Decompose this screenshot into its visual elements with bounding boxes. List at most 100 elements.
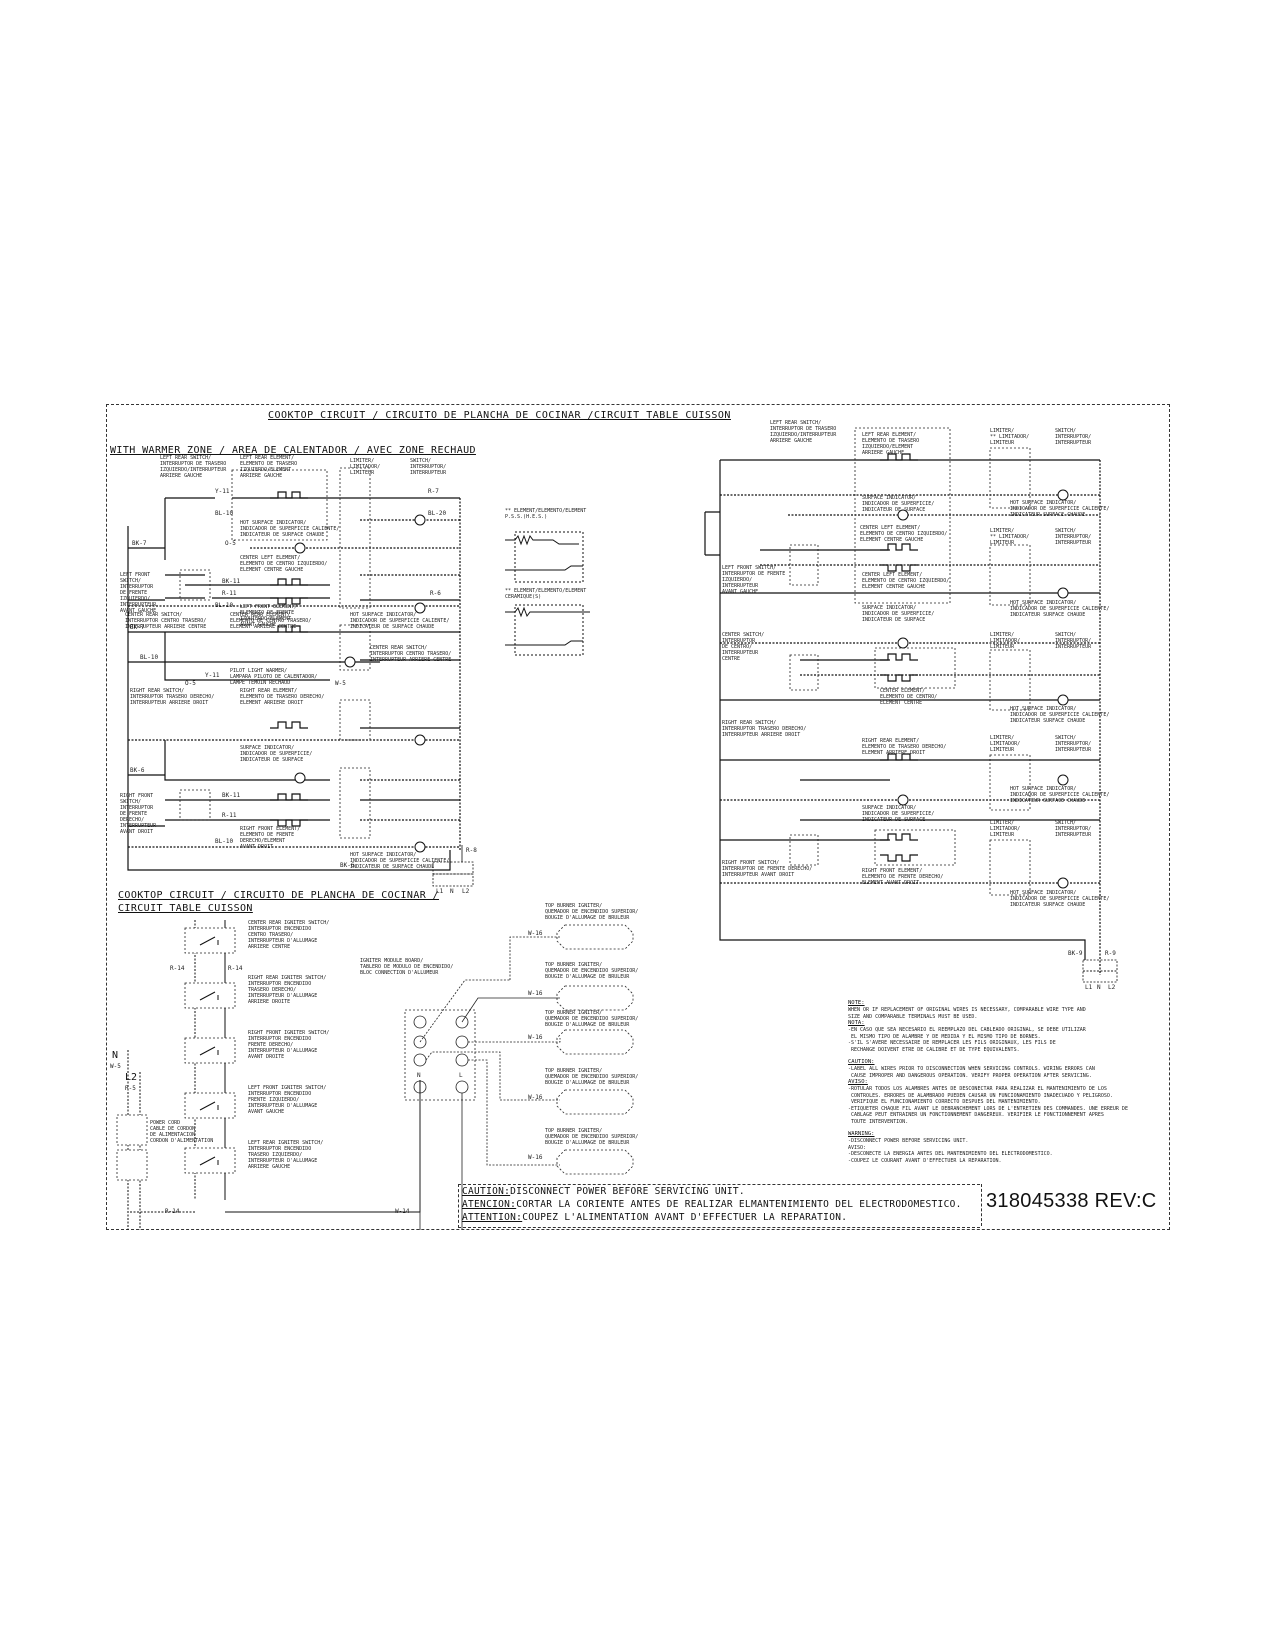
r-label-center-element: CENTER ELEMENT/ ELEMENTO DE CENTRO/ ELEM… [880, 688, 938, 706]
warning-aviso: AVISO: [848, 1144, 867, 1151]
burner-wire: W-16 [528, 930, 543, 937]
r-label-limiter-3: LIMITER/ LIMITADOR/ LIMITEUR [990, 632, 1021, 650]
wire-label: BK-7 [130, 624, 145, 631]
burner-igniter-label: TOP BURNER IGNITER/ QUEMADOR DE ENCENDID… [545, 962, 639, 980]
wire-label: O-5 [185, 680, 196, 687]
wire-label: W-5 [335, 680, 346, 687]
label-center-rear-switch: CENTER REAR SWITCH/ INTERRUPTOR CENTRO T… [125, 612, 207, 630]
part-number: 318045338 REV:C [986, 1190, 1157, 1212]
notes-block: NOTE: WHEN OR IF REPLACEMENT OF ORIGINAL… [848, 1000, 1168, 1164]
burner-wire: W-16 [528, 1094, 543, 1101]
wire-label: R-11 [222, 812, 237, 819]
nota-es: -EN CASO QUE SEA NECESARIO EL REEMPLAZO … [848, 1027, 1086, 1040]
module-terminal-n: N [417, 1072, 421, 1079]
label-right-front-switch: RIGHT FRONT SWITCH/ INTERRUPTOR DE FRENT… [120, 793, 157, 835]
wire-label: Y-11 [205, 672, 220, 679]
wire-label: BK-7 [132, 540, 147, 547]
power-cord-label: POWER CORD CABLE DE CORDON DE ALIMENTACI… [150, 1120, 214, 1144]
wire-label-w14: W-14 [395, 1208, 410, 1215]
r-label-switch-5: SWITCH/ INTERRUPTOR/ INTERRUPTEUR [1055, 820, 1092, 838]
aviso-heading: AVISO: [848, 1079, 868, 1085]
label-center-left-element: CENTER LEFT ELEMENT/ ELEMENTO DE CENTRO … [240, 555, 328, 573]
r-label-switch-2: SWITCH/ INTERRUPTOR/ INTERRUPTEUR [1055, 528, 1092, 546]
caution-en: -LABEL ALL WIRES PRIOR TO DISCONNECTION … [848, 1066, 1095, 1079]
burner-wire: W-16 [528, 1154, 543, 1161]
ignitor-section-title-2: CIRCUIT TABLE CUISSON [118, 903, 253, 914]
r-label-switch-4: SWITCH/ INTERRUPTOR/ INTERRUPTEUR [1055, 735, 1092, 753]
burner-igniter-label: TOP BURNER IGNITER/ QUEMADOR DE ENCENDID… [545, 1128, 639, 1146]
wire-label-r14: R-14 [228, 965, 243, 972]
part-number-box: 318045338 REV:C [981, 1184, 1168, 1226]
r-label-center-left-element-2: CENTER LEFT ELEMENT/ ELEMENTO DE CENTRO … [862, 572, 950, 590]
label-right-rear-switch: RIGHT REAR SWITCH/ INTERRUPTOR TRASERO D… [130, 688, 215, 706]
label-right-rear-element: RIGHT REAR ELEMENT/ ELEMENTO DE TRASERO … [240, 688, 325, 706]
wire-label-bk9: BK-9 [1068, 950, 1083, 957]
label-center-rear-switch-2: CENTER REAR SWITCH/ INTERRUPTOR CENTRO T… [370, 645, 452, 663]
schematic-sheet [106, 404, 1170, 1230]
r-label-surface-indicator-2: SURFACE INDICATOR/ INDICADOR DE SUPERFIC… [862, 605, 935, 623]
wire-label: BK-11 [222, 792, 241, 799]
igniter-module-label: IGNITER MODULE BOARD/ TABLERO DE MODULO … [360, 958, 454, 976]
wire-label: BK-6 [130, 767, 145, 774]
burner-wire: W-16 [528, 990, 543, 997]
legend-hes-element: ** ELEMENT/ELEMENTO/ELEMENT P.S.S.(H.E.S… [505, 508, 587, 520]
label-left-rear-element: LEFT REAR ELEMENT/ ELEMENTO DE TRASERO I… [240, 455, 298, 479]
terminal-l1: L1 [436, 888, 444, 895]
r-label-limiter-2: LIMITER/ ** LIMITADOR/ LIMITEUR [990, 528, 1030, 546]
r-label-hot-surface-2: HOT SURFACE INDICATOR/ INDICADOR DE SUPE… [1010, 600, 1110, 618]
ignitor-section-title-1: COOKTOP CIRCUIT / CIRCUITO DE PLANCHA DE… [118, 890, 440, 901]
r-label-switch-3: SWITCH/ INTERRUPTOR/ INTERRUPTEUR [1055, 632, 1092, 650]
wire-label: BL-10 [215, 510, 234, 517]
neutral-wire: W-5 [110, 1063, 121, 1070]
r-label-left-front-switch: LEFT FRONT SWITCH/ INTERRUPTOR DE FRENTE… [722, 565, 786, 595]
wire-label: O-5 [225, 540, 236, 547]
label-right-rear-igniter-switch: RIGHT REAR IGNITER SWITCH/ INTERRUPTOR E… [248, 975, 327, 1005]
wire-label: R-11 [222, 590, 237, 597]
l2-wire: R-5 [125, 1085, 136, 1092]
warmer-section-title: WITH WARMER ZONE / AREA DE CALENTADOR / … [110, 445, 476, 456]
warning-en: -DISCONNECT POWER BEFORE SERVICING UNIT. [848, 1138, 969, 1144]
label-surface-indicator: SURFACE INDICATOR/ INDICADOR DE SUPERFIC… [240, 745, 313, 763]
main-title: COOKTOP CIRCUIT / CIRCUITO DE PLANCHA DE… [268, 410, 731, 421]
label-pilot-light-warmer: PILOT LIGHT WARMER/ LAMPARA PILOTO DE CA… [230, 668, 318, 686]
r-label-hot-surface-1: HOT SURFACE INDICATOR/ INDICADOR DE SUPE… [1010, 500, 1110, 518]
aviso-es: -ROTULAR TODOS LOS ALAMBRES ANTES DE DES… [848, 1086, 1113, 1105]
note-en: WHEN OR IF REPLACEMENT OF ORIGINAL WIRES… [848, 1007, 1086, 1020]
r-label-hot-surface-5: HOT SURFACE INDICATOR/ INDICADOR DE SUPE… [1010, 890, 1110, 908]
legend-ceramic-element: ** ELEMENT/ELEMENTO/ELEMENT CERAMIQUE(S) [505, 588, 587, 600]
r-label-center-switch: CENTER SWITCH/ INTERRUPTOR DE CENTRO/ IN… [722, 632, 765, 662]
label-center-rear-igniter-switch: CENTER REAR IGNITER SWITCH/ INTERRUPTOR … [248, 920, 330, 950]
warning-heading: WARNING: [848, 1131, 875, 1137]
warning-fr: -COUPEZ LE COURANT AVANT D'EFFECTUER LA … [848, 1157, 1002, 1164]
wire-label-r9: R-9 [1105, 950, 1116, 957]
wire-label-r14: R-14 [170, 965, 185, 972]
label-hot-surface-indicator: HOT SURFACE INDICATOR/ INDICADOR DE SUPE… [240, 520, 340, 538]
remarque-fr: -S'IL S'AVERE NECESSAIRE DE REMPLACER LE… [848, 1040, 1056, 1053]
terminal-n: N [450, 888, 454, 895]
r-label-limiter-5: LIMITER/ LIMITADOR/ LIMITEUR [990, 820, 1021, 838]
neutral-label: N [112, 1050, 119, 1061]
label-left-rear-switch: LEFT REAR SWITCH/ INTERRUPTOR DE TRASERO… [160, 455, 227, 479]
r-label-switch-1: SWITCH/ INTERRUPTOR/ INTERRUPTEUR [1055, 428, 1092, 446]
attention-text: COUPEZ L'ALIMENTATION AVANT D'EFFECTUER … [522, 1212, 848, 1223]
l2-label: L2 [125, 1072, 138, 1083]
caution-text: DISCONNECT POWER BEFORE SERVICING UNIT. [510, 1186, 745, 1197]
label-switch: SWITCH/ INTERRUPTOR/ INTERRUPTEUR [410, 458, 447, 476]
r-label-surface-indicator-1: SURFACE INDICATOR/ INDICADOR DE SUPERFIC… [862, 495, 935, 513]
nota-heading: NOTA: [848, 1020, 865, 1026]
r-label-right-rear-switch: RIGHT REAR SWITCH/ INTERRUPTOR TRASERO D… [722, 720, 807, 738]
wire-label: BL-10 [140, 654, 159, 661]
r-label-limiter-1: LIMITER/ ** LIMITADOR/ LIMITEUR [990, 428, 1030, 446]
label-left-front-element: LEFT FRONT ELEMENT/ ELEMENTO DE FRENTE I… [240, 604, 298, 628]
r-label-right-front-switch: RIGHT FRONT SWITCH/ INTERRUPTOR DE FRENT… [722, 860, 813, 878]
label-left-rear-igniter-switch: LEFT REAR IGNITER SWITCH/ INTERRUPTOR EN… [248, 1140, 324, 1170]
caution-heading: CAUTION: [848, 1059, 875, 1065]
label-right-front-igniter-switch: RIGHT FRONT IGNITER SWITCH/ INTERRUPTOR … [248, 1030, 330, 1060]
r-label-surface-indicator-3: SURFACE INDICATOR/ INDICADOR DE SUPERFIC… [862, 805, 935, 823]
burner-igniter-label: TOP BURNER IGNITER/ QUEMADOR DE ENCENDID… [545, 1010, 639, 1028]
wire-label-r14: R-14 [165, 1208, 180, 1215]
terminal-l2: L2 [462, 888, 470, 895]
burner-wire: W-16 [528, 1034, 543, 1041]
label-center-rear-element: CENTER REAR ELEMENT/ ELEMENTO DE CENTRO … [230, 612, 312, 630]
wire-label: BK-11 [222, 578, 241, 585]
